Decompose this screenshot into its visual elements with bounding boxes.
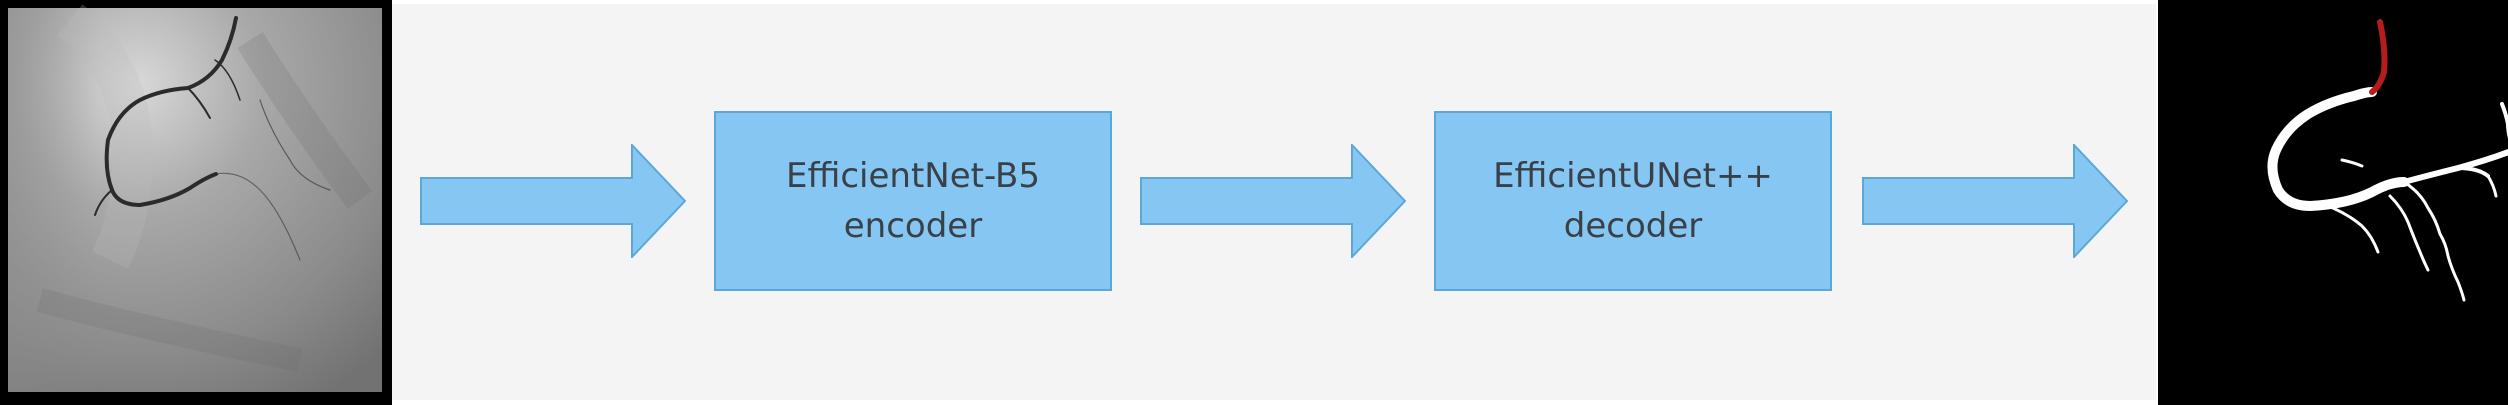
arrow-input-to-encoder (420, 144, 686, 258)
encoder-box: EfficientNet-B5 encoder (714, 111, 1112, 291)
arrow-decoder-to-output (1862, 144, 2128, 258)
output-segmentation-mask (2158, 0, 2508, 405)
angiogram-svg (8, 4, 382, 392)
highlighted-vessel-segment (2369, 19, 2388, 95)
decoder-label-line1: EfficientUNet++ (1493, 156, 1773, 196)
decoder-box: EfficientUNet++ decoder (1434, 111, 1832, 291)
decoder-label-line2: decoder (1563, 206, 1703, 246)
coronary-vessel (94, 16, 331, 261)
vessel-branch-segment (2401, 149, 2508, 185)
arrow-encoder-to-decoder (1140, 144, 1406, 258)
segmentation-svg (2267, 19, 2508, 302)
input-angiogram-image (0, 0, 392, 405)
encoder-label-line2: encoder (843, 206, 983, 246)
vessel-main-segment (2267, 87, 2409, 211)
encoder-label-line1: EfficientNet-B5 (786, 156, 1040, 196)
